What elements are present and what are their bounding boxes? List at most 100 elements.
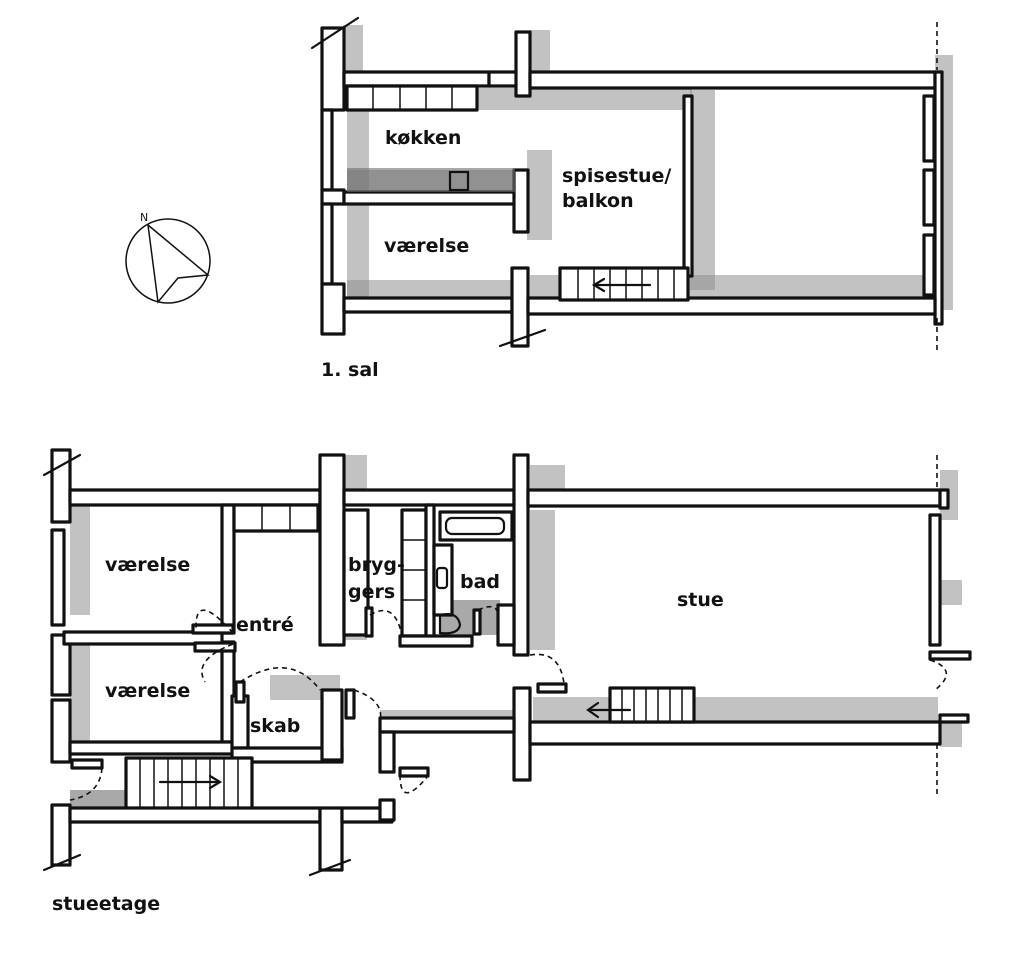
wall-upper-top: [342, 70, 491, 88]
room-label-kitchen: køkken: [385, 127, 461, 149]
wall-upper-pier: [514, 30, 532, 98]
wall-ground-top: [68, 488, 322, 507]
wall-ground-top: [342, 488, 516, 507]
door-swing: [69, 767, 103, 801]
door-leaf: [938, 713, 970, 724]
wall-interior: [230, 694, 250, 750]
shadow: [343, 25, 363, 73]
door-swing: [239, 667, 321, 691]
stair-arrow-icon: [591, 277, 606, 293]
stair: [608, 686, 696, 724]
door-leaf: [536, 682, 568, 694]
window: [320, 108, 334, 192]
wall-ground: [378, 730, 396, 774]
wall-ground-bottom: [528, 720, 942, 746]
ground-floor-plan: værelse værelse entré bryg- gers bad stu…: [42, 448, 972, 915]
door-leaf: [193, 641, 237, 653]
wall-interior: [512, 168, 530, 234]
wall-upper-bottom: [526, 296, 937, 316]
room-label-closet: skab: [250, 715, 300, 737]
toilet-icon: [438, 613, 462, 635]
wall-interior: [68, 740, 236, 756]
wall-interior: [496, 603, 516, 647]
room-label-bedroom-bottom: værelse: [105, 680, 190, 702]
door-leaf: [234, 680, 246, 704]
bathtub: [438, 510, 514, 542]
sink-icon: [435, 566, 449, 590]
compass-needle: [147, 224, 210, 304]
wall-ground-top: [526, 488, 942, 508]
wall: [50, 698, 72, 764]
wall-interior: [682, 94, 694, 278]
wall-interior: [320, 688, 344, 762]
room-label-dining: spisestue/: [562, 165, 671, 187]
wardrobe: [232, 503, 320, 533]
door-leaf: [398, 766, 430, 778]
door-leaf: [472, 608, 482, 636]
wall-ground-left: [50, 803, 72, 867]
shadow: [70, 645, 90, 745]
compass-circle: [125, 218, 211, 304]
door-swing: [195, 609, 234, 634]
room-label-entry: entré: [236, 614, 294, 636]
break-line: [310, 16, 360, 50]
wall-interior: [62, 630, 224, 646]
floor-label-upper: 1. sal: [321, 359, 379, 381]
door-swing: [477, 605, 499, 621]
kitchen-counter: [345, 84, 479, 112]
window: [320, 202, 334, 286]
door-swing: [529, 653, 565, 685]
north-arrow-icon: N: [125, 211, 211, 304]
wall-ground-pier: [512, 686, 532, 782]
wall: [320, 282, 346, 336]
wall: [938, 488, 950, 510]
wall-ground-pier: [318, 806, 344, 872]
wall: [50, 633, 72, 697]
stair: [124, 756, 254, 812]
wall-ground: [378, 716, 516, 734]
door-swing: [399, 774, 429, 794]
wall-interior: [342, 190, 524, 206]
wall-interior: [398, 634, 474, 648]
wall: [378, 798, 396, 822]
shadow: [527, 150, 552, 240]
shadow: [530, 30, 550, 75]
window: [922, 233, 936, 297]
utility-counter: [400, 508, 428, 638]
shadow: [347, 168, 515, 192]
wall-ground-bottom: [68, 806, 322, 824]
window: [928, 513, 942, 647]
shadow: [347, 280, 512, 298]
room-label-utility: bryg-: [348, 554, 405, 576]
wall-upper-bottom: [342, 296, 514, 314]
wall-interior: [220, 503, 236, 635]
wall-upper-top: [528, 70, 937, 90]
wall-ground-pier: [318, 453, 346, 647]
wall-upper-right: [933, 70, 944, 326]
window: [50, 528, 66, 627]
stair-arrow-icon: [586, 701, 600, 719]
door-leaf: [344, 688, 356, 720]
upper-floor-plan: køkken spisestue/ balkon værelse 1. sal: [310, 16, 953, 381]
shadow: [530, 510, 555, 650]
door-leaf: [928, 650, 972, 661]
bathtub-icon: [444, 516, 506, 536]
window: [922, 94, 936, 163]
room-label-living: stue: [677, 589, 724, 611]
door-swing: [353, 689, 382, 723]
room-label-bedroom-top: værelse: [105, 554, 190, 576]
door-swing: [929, 659, 948, 691]
break-line: [42, 453, 82, 477]
room-label-balcony: balkon: [562, 190, 634, 212]
north-label: N: [140, 211, 148, 224]
door-leaf: [70, 758, 104, 770]
break-line: [308, 858, 352, 877]
stair-arrow-icon: [208, 774, 223, 790]
floor-label-ground: stueetage: [52, 893, 160, 915]
break-line: [42, 853, 82, 872]
door-swing: [369, 609, 403, 637]
shadow: [70, 505, 90, 615]
shadow: [530, 465, 565, 493]
door-leaf: [364, 606, 374, 638]
